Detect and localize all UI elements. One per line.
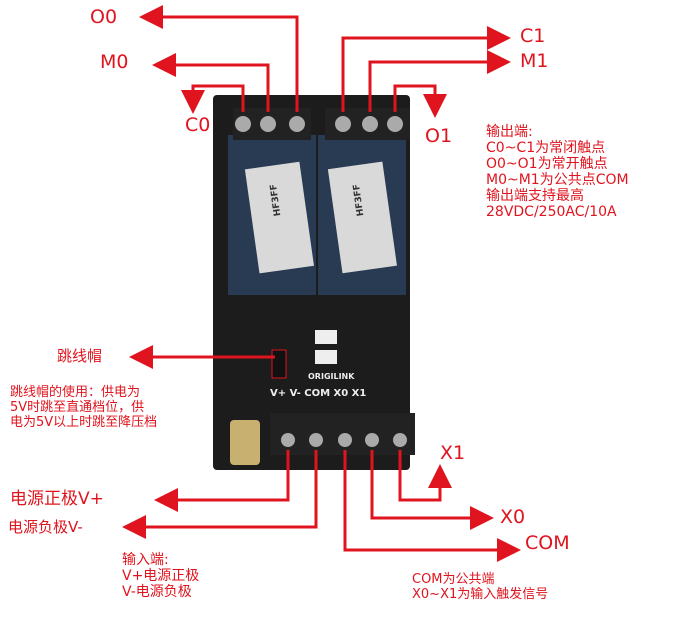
arrow-m1	[368, 50, 511, 112]
board-brand: ORIGILINK	[308, 372, 355, 381]
arrow-c1	[341, 26, 511, 112]
arrow-com	[343, 450, 521, 562]
output-note-line: O0~O1为常开触点	[486, 156, 608, 172]
arrow-vplus	[154, 450, 290, 512]
label-jumper: 跳线帽	[57, 347, 103, 365]
label-m0: M0	[100, 51, 129, 73]
output-note-line: C0~C1为常闭触点	[486, 140, 606, 156]
arrow-x1	[398, 450, 452, 502]
arrow-x0	[370, 450, 494, 530]
input-note-line: V-电源负极	[122, 584, 192, 600]
input-note-line: 输入端:	[122, 552, 169, 568]
com-note-line: COM为公共端	[412, 572, 495, 587]
annotation-arrows	[122, 5, 521, 562]
jumper-note-line: 5V时跳至直通档位，供	[10, 400, 145, 415]
output-note-line: M0~M1为公共点COM	[486, 172, 629, 188]
jumper-cap	[271, 349, 287, 379]
input-note: 输入端: V+电源正极 V-电源负极	[122, 552, 199, 600]
arrow-m0	[152, 53, 270, 112]
label-o0: O0	[90, 6, 118, 28]
jumper-note-line: 电为5V以上时跳至降压档	[10, 415, 158, 430]
arrow-o1	[393, 84, 447, 118]
label-c0: C0	[185, 114, 211, 136]
com-note: COM为公共端 X0~X1为输入触发信号	[412, 572, 548, 602]
output-note: 输出端: C0~C1为常闭触点 O0~O1为常开触点 M0~M1为公共点COM …	[486, 124, 629, 220]
board-terminal-labels: V+ V- COM X0 X1	[270, 388, 367, 399]
arrow-vminus	[122, 450, 318, 539]
label-com: COM	[525, 532, 570, 554]
label-x0: X0	[500, 506, 526, 528]
capacitor	[230, 420, 260, 465]
relay-board	[213, 95, 415, 470]
jumper-note-line: 跳线帽的使用：供电为	[10, 385, 141, 400]
output-note-line: 输出端支持最高	[486, 188, 584, 204]
output-note-line: 输出端:	[486, 124, 533, 140]
label-x1: X1	[440, 442, 466, 464]
arrow-c0	[181, 84, 245, 114]
input-note-line: V+电源正极	[122, 568, 200, 584]
label-vplus: 电源正极V+	[10, 489, 104, 509]
jumper-note: 跳线帽的使用：供电为 5V时跳至直通档位，供 电为5V以上时跳至降压档	[10, 385, 157, 430]
output-note-line: 28VDC/250AC/10A	[486, 204, 617, 220]
label-o1: O1	[425, 125, 453, 147]
com-note-line: X0~X1为输入触发信号	[412, 587, 549, 602]
label-vminus: 电源负极V-	[8, 518, 83, 536]
label-c1: C1	[520, 25, 546, 47]
arrow-o0	[139, 5, 299, 112]
label-m1: M1	[520, 50, 549, 72]
